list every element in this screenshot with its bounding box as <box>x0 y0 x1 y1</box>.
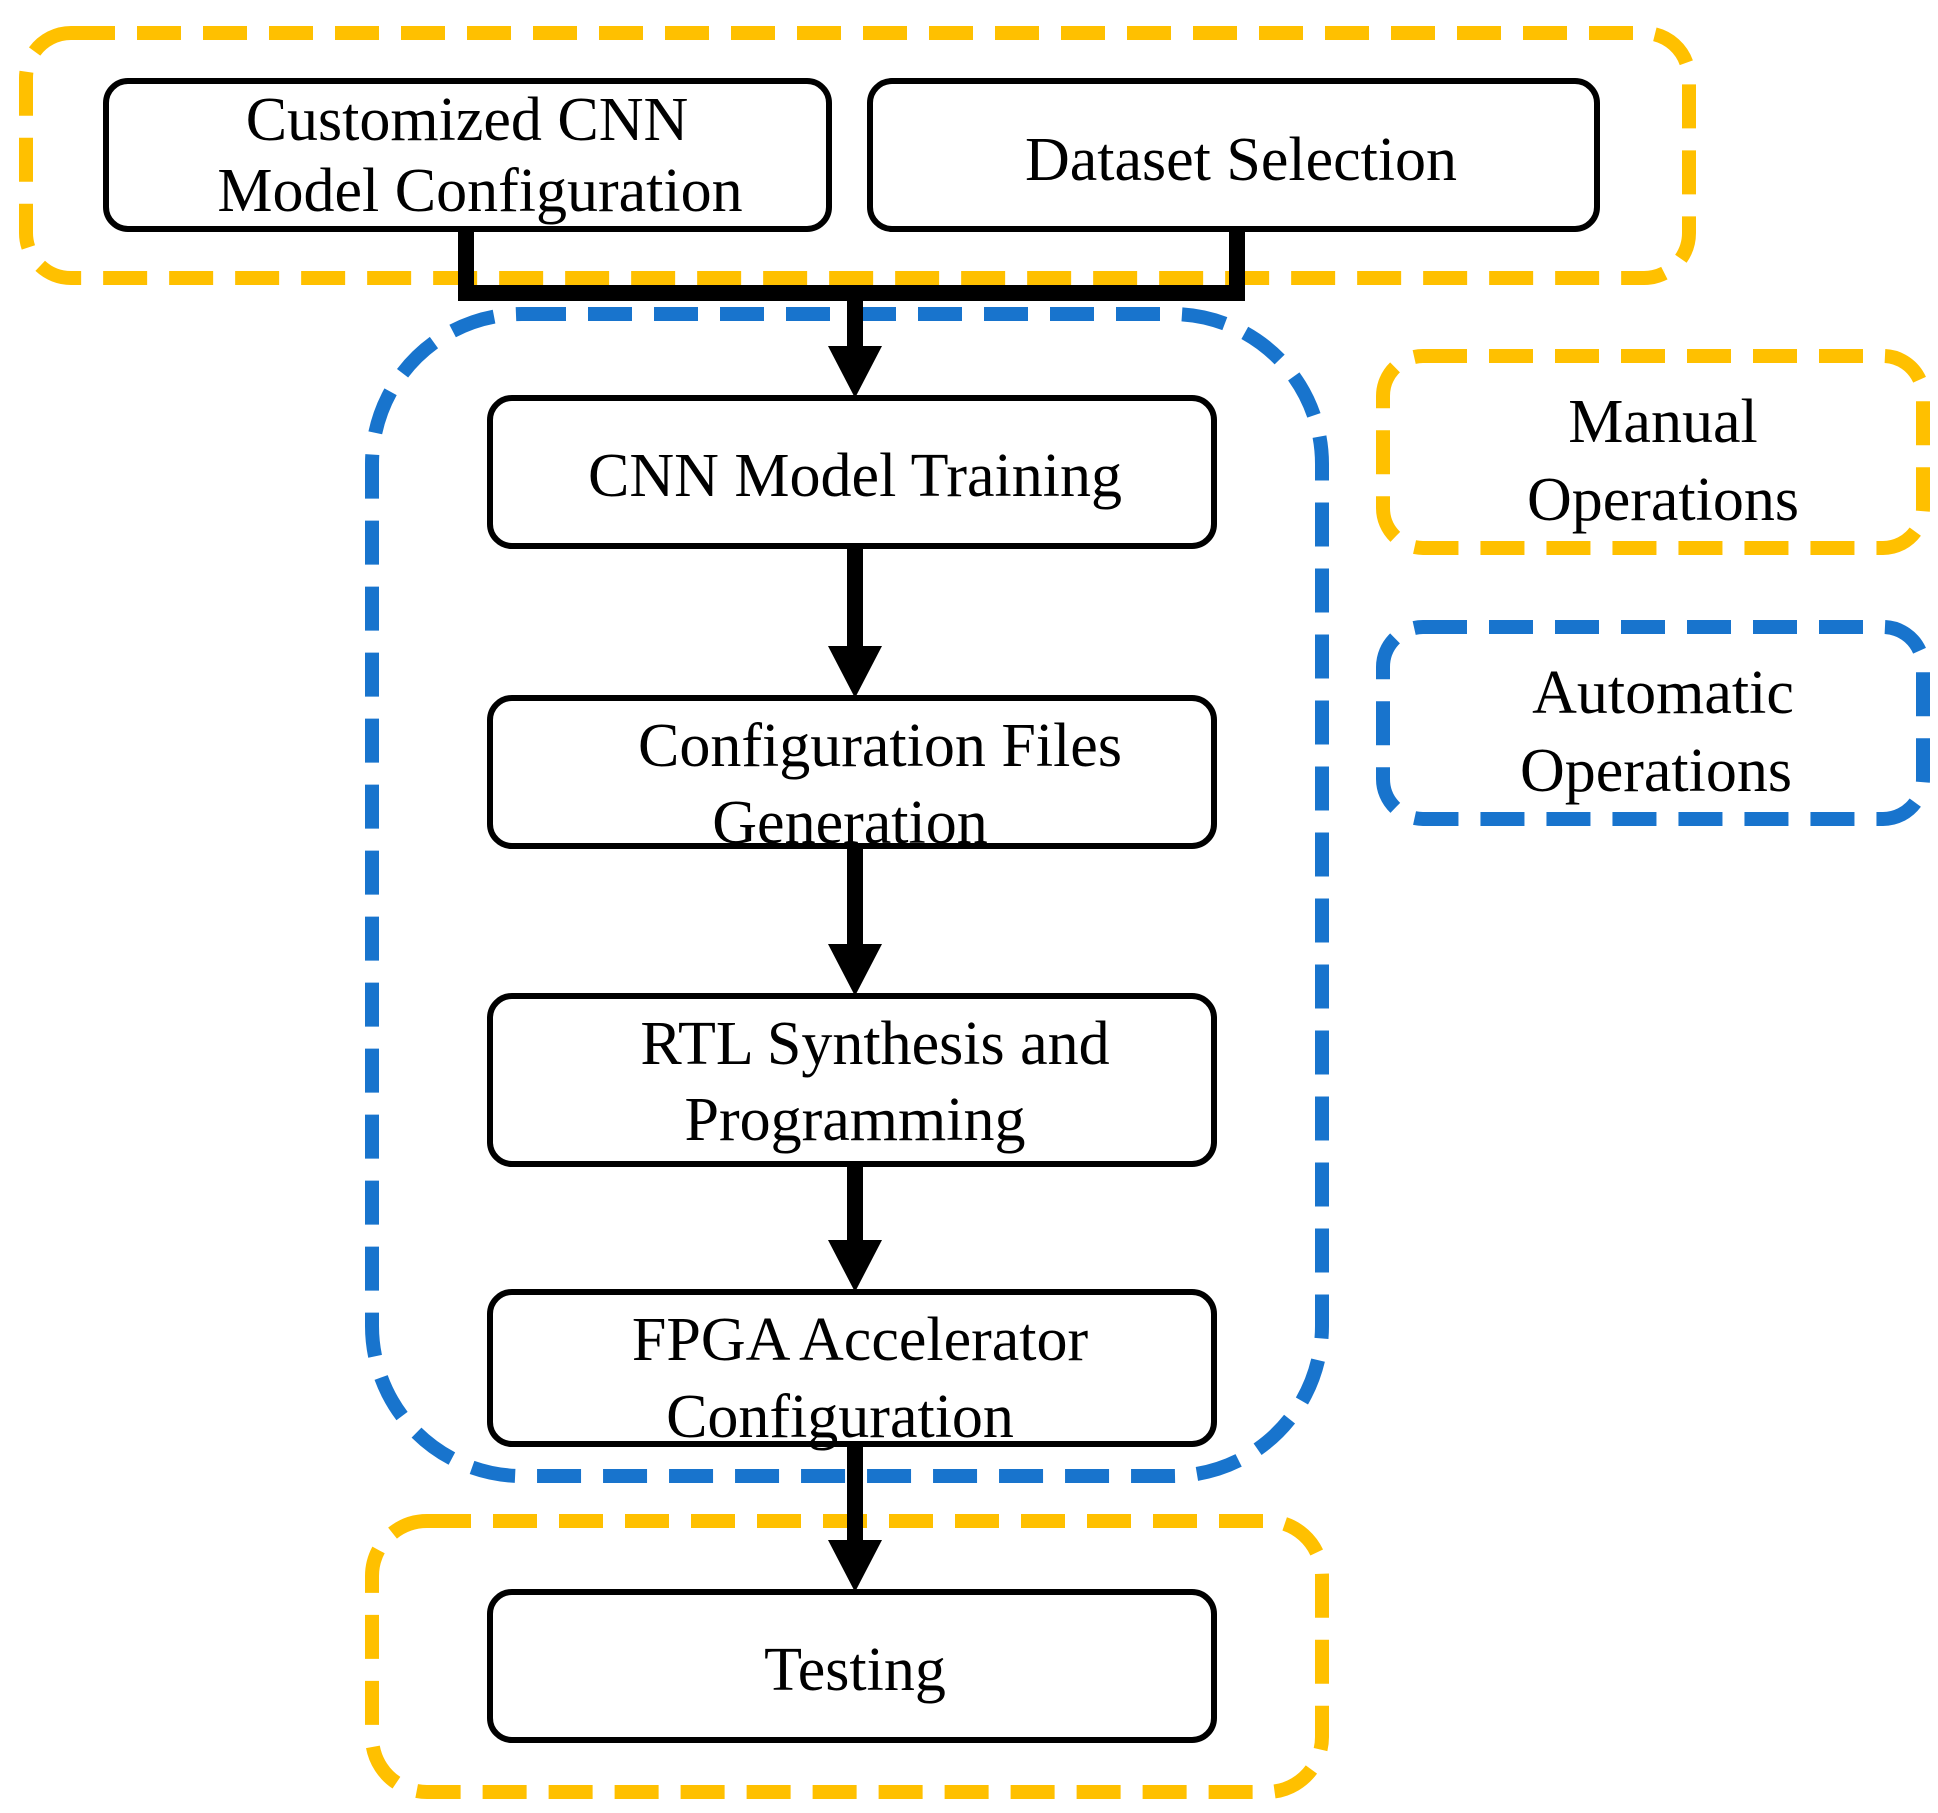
legend-manual-label-line2: Operations <box>1527 466 1799 534</box>
box-cnn-model-configuration-line1: Customized CNN <box>246 86 689 154</box>
arrow-to-fpga-head <box>828 1240 882 1292</box>
box-rtl-synthesis-programming: RTL Synthesis and Programming <box>487 993 1217 1167</box>
box-configuration-files-generation-line2: Generation <box>712 789 987 857</box>
region-manual-top <box>19 26 1696 285</box>
box-testing-label: Testing <box>764 1636 946 1704</box>
box-fpga-accelerator-configuration-line2: Configuration <box>666 1383 1014 1451</box>
box-fpga-accelerator-configuration-line1: FPGA Accelerator <box>632 1306 1089 1374</box>
box-dataset-selection: Dataset Selection <box>867 78 1600 232</box>
box-testing: Testing <box>487 1589 1217 1743</box>
box-cnn-model-training: CNN Model Training <box>487 395 1217 549</box>
legend-automatic-label-line1: Automatic <box>1532 659 1794 727</box>
legend-automatic-swatch <box>1376 620 1930 826</box>
box-configuration-files-generation: Configuration Files Generation <box>487 695 1217 857</box>
legend-manual-swatch <box>1376 349 1930 555</box>
arrow-to-training-head <box>828 346 882 398</box>
arrow-to-config-files-head <box>828 646 882 698</box>
arrow-to-rtl-head <box>828 944 882 996</box>
box-rtl-synthesis-programming-line1: RTL Synthesis and <box>640 1010 1109 1078</box>
arrow-to-testing-head <box>828 1540 882 1592</box>
box-cnn-model-training-label: CNN Model Training <box>588 442 1122 510</box>
box-dataset-selection-label: Dataset Selection <box>1025 126 1457 194</box>
box-cnn-model-configuration: Customized CNN Model Configuration <box>103 78 832 232</box>
box-fpga-accelerator-configuration: FPGA Accelerator Configuration <box>487 1289 1217 1451</box>
box-rtl-synthesis-programming-line2: Programming <box>685 1086 1026 1154</box>
legend-manual-label-line1: Manual <box>1568 388 1757 456</box>
legend-automatic-label-line2: Operations <box>1520 737 1792 805</box>
box-cnn-model-configuration-line2: Model Configuration <box>217 157 742 225</box>
box-configuration-files-generation-line1: Configuration Files <box>638 712 1122 780</box>
legend: Manual Operations Automatic Operations <box>1376 349 1930 826</box>
